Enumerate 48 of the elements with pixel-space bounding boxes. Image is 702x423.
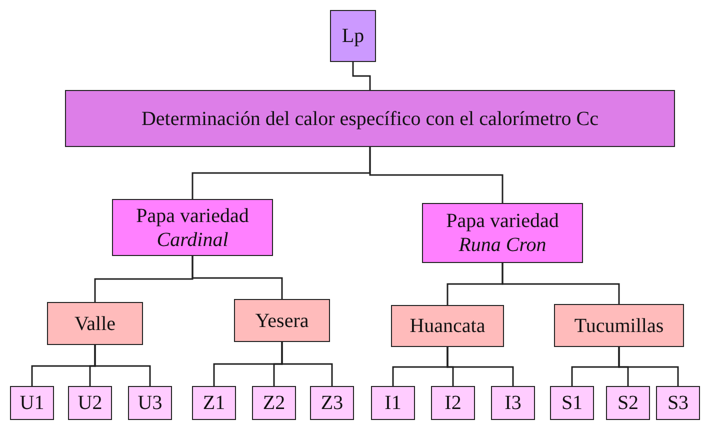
sample-box [606,386,650,420]
category-box [112,199,273,256]
sample-box [192,386,236,420]
node-label: S2 [617,391,639,415]
process-box [330,10,376,62]
connector-line [618,347,679,386]
node-label: I2 [444,391,462,415]
process-box [65,90,675,147]
connector-line [369,147,504,203]
node-label: Huancata [410,314,486,338]
node-label: Z1 [202,391,226,415]
node-label: I3 [504,391,522,415]
sample-box [310,386,354,420]
sample-box [68,386,112,420]
connector-line [502,263,620,304]
node-label: S3 [667,391,689,415]
node-label: U3 [138,391,162,415]
node-label: Yesera [255,308,309,332]
category-box [422,203,583,263]
node-label: Papa variedad Cardinal [135,204,250,252]
node-label: U2 [78,391,102,415]
sample-box [491,386,535,420]
sample-box [550,386,594,420]
sample-box [656,386,700,420]
node-label: Determinación del calor específico con el calorímetro Cc [141,106,598,130]
location-box [47,302,143,345]
node-label: S1 [561,391,583,415]
sample-box [431,386,475,420]
node-label: Z2 [262,391,286,415]
connector-line [446,347,514,386]
node-label: Papa variedad Runa Cron [445,209,560,257]
sample-box [10,386,54,420]
node-label: Z3 [320,391,344,415]
sample-box [371,386,415,420]
sample-box [252,386,296,420]
connector-line [94,345,151,386]
sample-box [128,386,172,420]
node-label: U1 [20,391,44,415]
location-box [391,305,504,347]
connector-line [192,256,283,299]
node-label: Tucumillas [574,314,664,338]
connector-line [281,342,333,386]
connector-line [352,62,371,90]
location-box [554,304,684,347]
node-label: Valle [74,312,116,336]
node-label: Lp [342,24,364,48]
node-label: I1 [384,391,402,415]
location-box [234,299,330,342]
